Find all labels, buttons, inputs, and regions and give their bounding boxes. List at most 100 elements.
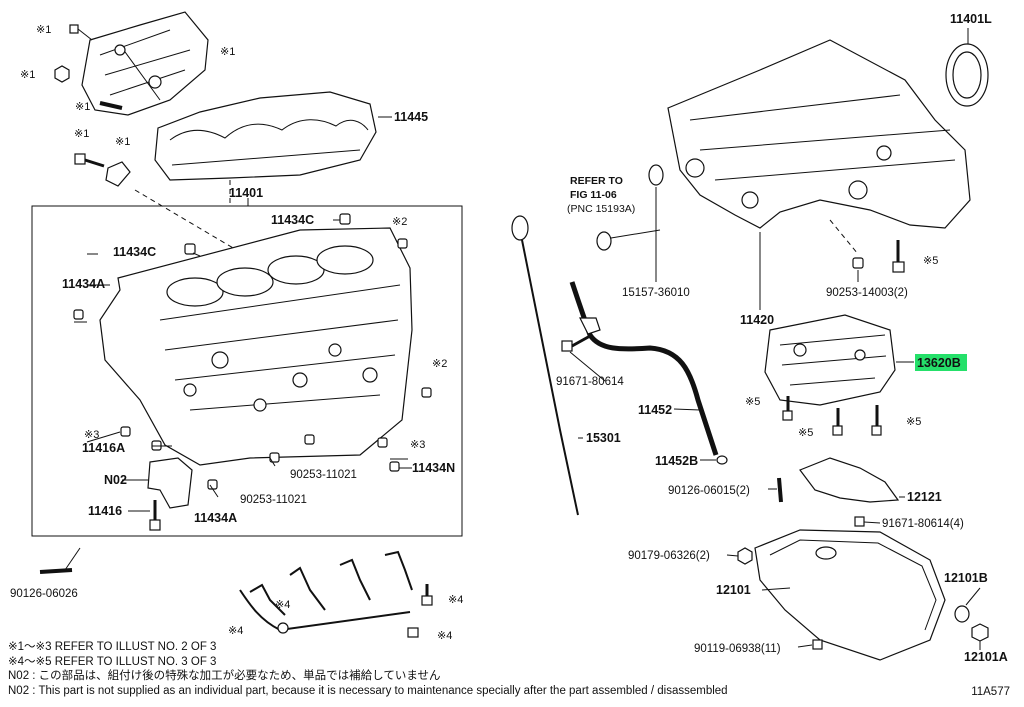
footnote-line: N02 : This part is not supplied as an in… <box>8 684 728 697</box>
callout-12101B: 12101B <box>944 571 988 585</box>
callout-12101A: 12101A <box>964 650 1008 664</box>
bolt-icon <box>421 584 433 606</box>
footnote-line: ※4～※5 REFER TO ILLUST NO. 3 OF 3 <box>8 655 217 668</box>
guide-line <box>829 219 859 255</box>
oil-pump-13620B-part <box>764 314 896 406</box>
ref-mark-1: ※1 <box>36 24 51 36</box>
dowel-icon <box>269 452 280 463</box>
leader-line <box>768 488 905 524</box>
callout-11416: 11416 <box>88 504 122 518</box>
ref-mark-4: ※4 <box>437 630 452 642</box>
bolt-icon <box>832 408 843 436</box>
dowel-icon <box>377 437 388 448</box>
refer-line-2: FIG 11-06 <box>570 189 617 201</box>
callout-11434N: 11434N <box>412 461 455 475</box>
bolt-icon <box>74 153 105 168</box>
leader-line <box>209 457 276 498</box>
dowel-icon <box>207 479 218 490</box>
dipstick-guide-11452-part <box>569 281 719 456</box>
callout-12121: 12121 <box>907 490 942 504</box>
callout-N02: N02 <box>104 473 127 487</box>
highlighted-callout-box <box>915 354 967 371</box>
leader-line <box>726 554 981 650</box>
bearing-cap-part <box>147 457 193 509</box>
dowel-icon <box>73 309 84 320</box>
gasket-washer-icon <box>954 605 970 623</box>
callout-90253-14003: 90253-14003(2) <box>826 287 908 299</box>
callout-15157-36010: 15157-36010 <box>622 287 690 299</box>
bolt-icon <box>782 396 793 421</box>
ref-mark-4: ※4 <box>448 594 463 606</box>
dowel-icon <box>304 434 315 445</box>
figure-code: 11A577 <box>971 686 1010 698</box>
callout-11452: 11452 <box>638 403 672 417</box>
dowel-icon <box>389 461 400 472</box>
stud-icon <box>39 547 81 574</box>
leader-line <box>74 252 201 512</box>
dowel-icon <box>120 426 131 437</box>
dowel-icon <box>184 243 196 255</box>
callout-11434C: 11434C <box>113 245 156 259</box>
baffle-plate-12121-part <box>799 457 900 503</box>
ref-mark-1: ※1 <box>74 128 89 140</box>
callout-90179-06326: 90179-06326(2) <box>628 550 710 562</box>
callout-91671-80614: 91671-80614 <box>556 376 624 388</box>
callout-15301: 15301 <box>586 431 621 445</box>
dowel-icon <box>852 257 864 269</box>
callout-11445: 11445 <box>394 110 428 124</box>
callout-90126-06015: 90126-06015(2) <box>668 485 750 497</box>
o-ring-icon <box>596 231 612 251</box>
callout-12101: 12101 <box>716 583 751 597</box>
callout-91671-80614-4: 91671-80614(4) <box>882 518 964 530</box>
ref-mark-1: ※1 <box>75 101 90 113</box>
footnotes: ※1～※3 REFER TO ILLUST NO. 2 OF 3 ※4～※5 R… <box>8 640 1008 698</box>
callout-11420: 11420 <box>740 313 774 327</box>
oil-seal-11401L-part <box>945 43 989 107</box>
refer-line-1: REFER TO <box>570 175 623 187</box>
bolt-icon <box>812 639 823 650</box>
dowel-icon <box>339 213 351 225</box>
bolt-icon <box>892 240 905 273</box>
o-ring-icon <box>648 164 664 186</box>
crankcase-11420-part <box>667 39 971 229</box>
ref-mark-1: ※1 <box>115 136 130 148</box>
callout-90126-06026: 90126-06026 <box>10 588 78 600</box>
footnote-line: ※1～※3 REFER TO ILLUST NO. 2 OF 3 <box>8 641 217 653</box>
drain-plug-icon <box>971 623 989 642</box>
ref-mark-5: ※5 <box>923 255 938 267</box>
footnote-line: N02 : この部品は、組付け後の特殊な加工が必要なため、単品では補給していませ… <box>8 670 441 683</box>
bolt-icon <box>854 516 865 527</box>
gasket-11445-part <box>154 91 377 181</box>
nut-icon <box>737 547 753 565</box>
callout-11401L: 11401L <box>950 12 992 26</box>
nut-icon <box>54 65 70 83</box>
leader-line <box>333 219 412 469</box>
dipstick-15301-part <box>511 215 579 516</box>
bolt-icon <box>871 405 882 436</box>
ref-mark-3: ※3 <box>84 429 99 441</box>
ref-mark-2: ※2 <box>392 216 407 228</box>
bolt-icon <box>69 24 93 41</box>
o-ring-icon <box>716 455 728 465</box>
bolt-icon <box>561 334 591 352</box>
ref-mark-5: ※5 <box>798 427 813 439</box>
ref-mark-1: ※1 <box>220 46 235 58</box>
callout-11452B: 11452B <box>655 454 698 468</box>
guide-line <box>134 189 246 256</box>
dowel-icon <box>421 387 432 398</box>
ref-mark-4: ※4 <box>275 599 290 611</box>
callout-90119-06938: 90119-06938(11) <box>694 643 781 655</box>
ref-mark-4: ※4 <box>228 625 243 637</box>
dowel-icon <box>397 238 408 249</box>
bolt-icon <box>407 627 419 638</box>
bolt-icon <box>149 500 161 531</box>
ref-mark-3: ※3 <box>410 439 425 451</box>
oil-jet-tube-part <box>239 550 413 634</box>
leader-line <box>610 187 761 310</box>
block-assembly-frame <box>31 205 463 537</box>
callout-11434A: 11434A <box>62 277 105 291</box>
callout-13620B: 13620B <box>917 356 961 370</box>
timing-cover-part <box>81 11 209 116</box>
callout-11401: 11401 <box>229 186 263 200</box>
